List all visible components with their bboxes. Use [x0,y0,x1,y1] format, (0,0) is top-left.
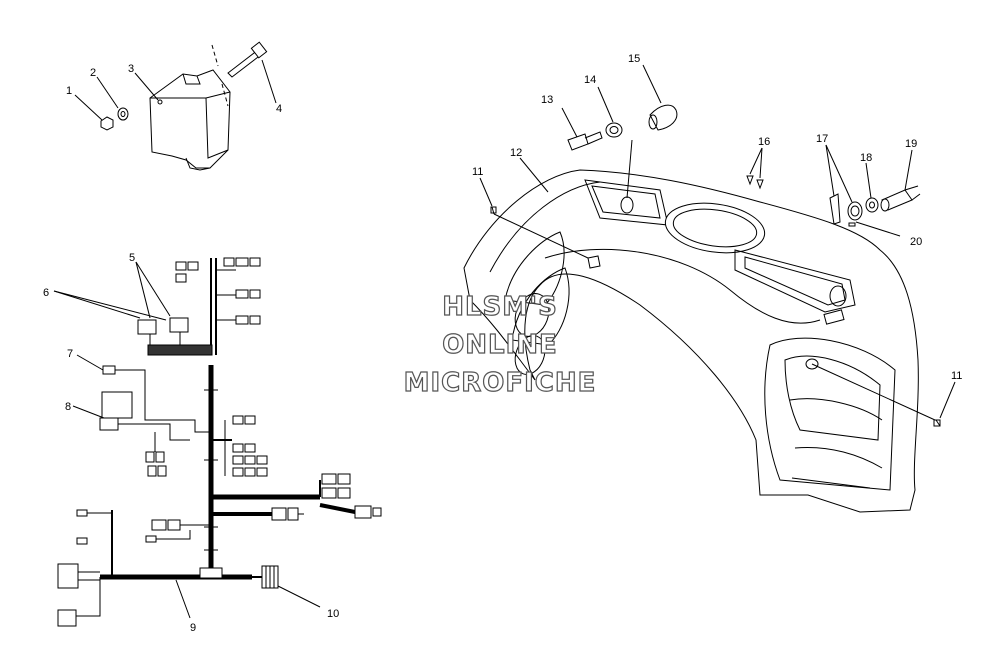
nut-part [100,116,114,131]
harness-block [147,344,213,356]
callout-19: 19 [905,138,917,150]
wiring-harness-assembly [53,257,382,627]
callout-3: 3 [128,63,134,75]
callout-4: 4 [276,103,282,115]
grommet-part [605,122,623,138]
callout-11b: 11 [951,370,962,382]
callout-13: 13 [541,94,553,106]
watermark-line-3: MICROFICHE [403,367,597,398]
key-part [567,133,589,151]
callout-labels: 1 2 3 4 5 6 7 8 9 10 11 11 12 13 14 15 1… [43,53,962,634]
callout-6: 6 [43,287,49,299]
regulator-box [149,69,231,169]
callout-2: 2 [90,67,96,79]
callout-7: 7 [67,348,73,360]
watermark-line-1: HLSM'S [442,291,558,322]
callout-1: 1 [66,85,72,97]
callout-17: 17 [816,133,828,145]
callout-11a: 11 [472,166,483,178]
callout-15: 15 [628,53,640,65]
callout-10: 10 [327,608,339,620]
hood-assembly [463,64,956,513]
boot-part [649,104,678,131]
lever-part [829,193,841,225]
callout-14: 14 [584,74,596,86]
callout-18: 18 [860,152,872,164]
hood-body [463,169,919,513]
callout-12: 12 [510,147,522,159]
callout-9: 9 [190,622,196,634]
gauge-opening [664,202,766,254]
callout-5: 5 [129,252,135,264]
washer-part [117,107,129,121]
watermark-line-2: ONLINE [442,329,558,360]
regulator-assembly [74,41,277,171]
callout-20: 20 [910,236,922,248]
callout-16: 16 [758,136,770,148]
callout-8: 8 [65,401,71,413]
